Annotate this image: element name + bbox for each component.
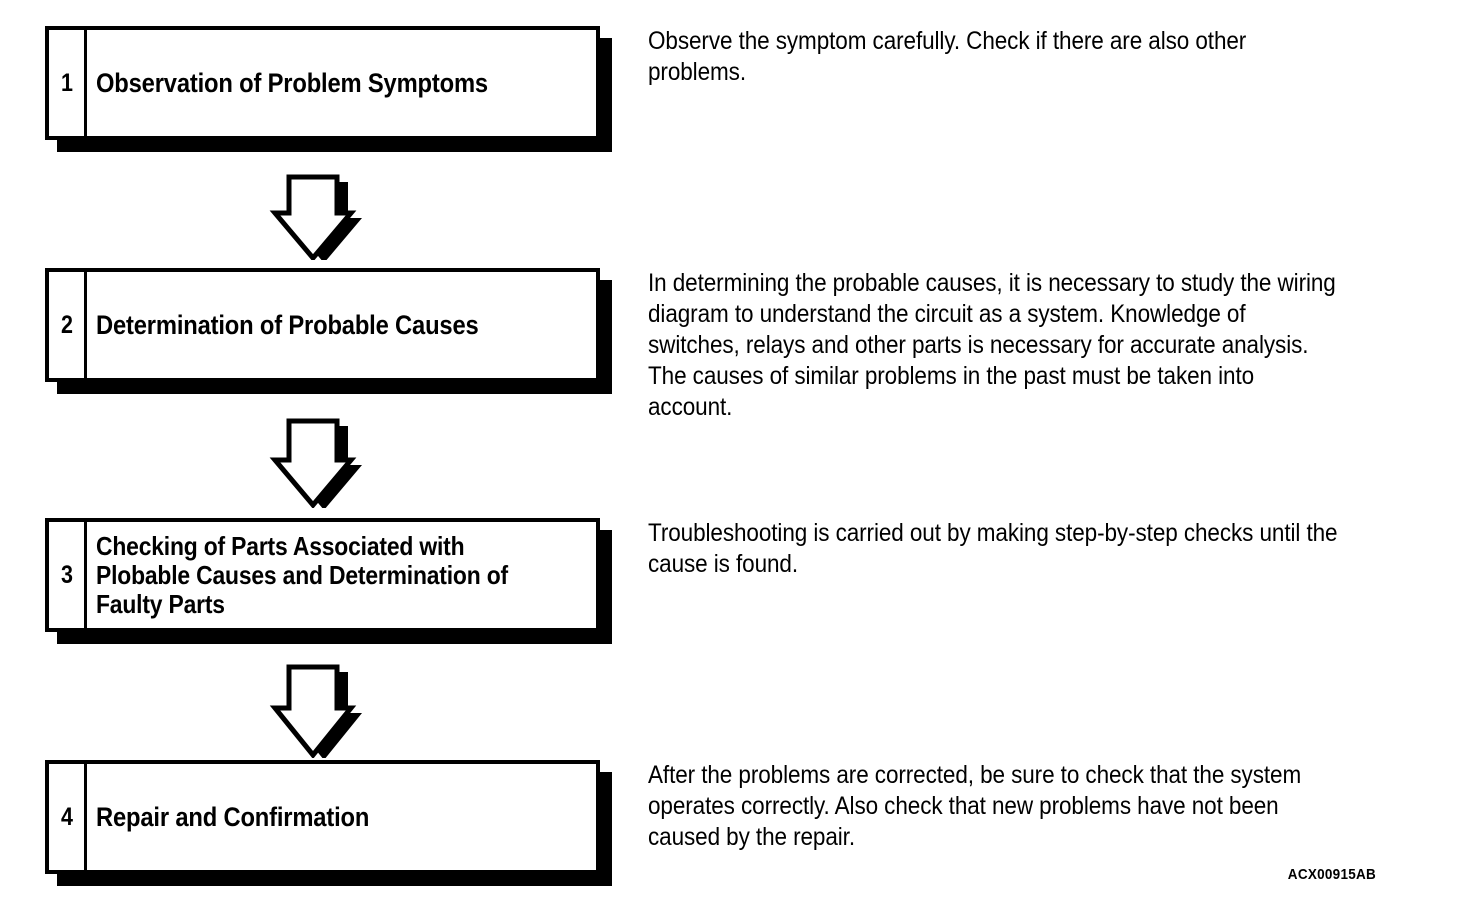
down-arrow-icon [269, 174, 357, 260]
step-title-cell-1: Observation of Problem Symptoms [87, 30, 596, 136]
step-title-cell-4: Repair and Confirmation [87, 764, 596, 870]
step-title-2: Determination of Probable Causes [96, 309, 479, 340]
step-title-3: Checking of Parts Associated with Plobab… [96, 530, 508, 619]
connector-arrow-3 [268, 658, 368, 758]
step-number-cell-3: 3 [49, 522, 87, 628]
step-description-4: After the problems are corrected, be sur… [648, 761, 1302, 851]
step-box-3[interactable]: 3 Checking of Parts Associated with Plob… [45, 518, 600, 632]
step-description-3: Troubleshooting is carried out by making… [648, 519, 1338, 578]
step-number-1: 1 [60, 68, 73, 97]
step-box-1[interactable]: 1 Observation of Problem Symptoms [45, 26, 600, 140]
step-title-cell-2: Determination of Probable Causes [87, 272, 596, 378]
step-number-cell-1: 1 [49, 30, 87, 136]
step-number-2: 2 [60, 310, 73, 339]
down-arrow-icon [269, 664, 357, 758]
connector-arrow-1 [268, 168, 368, 260]
step-number-cell-2: 2 [49, 272, 87, 378]
step-number-3: 3 [60, 560, 73, 589]
step-title-cell-3: Checking of Parts Associated with Plobab… [87, 522, 596, 628]
connector-arrow-2 [268, 412, 368, 508]
step-title-4: Repair and Confirmation [96, 801, 370, 832]
step-box-4[interactable]: 4 Repair and Confirmation [45, 760, 600, 874]
step-description-2: In determining the probable causes, it i… [648, 269, 1336, 421]
step-number-4: 4 [60, 802, 73, 831]
down-arrow-icon [269, 418, 357, 508]
step-description-1: Observe the symptom carefully. Check if … [648, 27, 1247, 86]
figure-reference-code: ACX00915AB [1287, 866, 1376, 883]
step-box-2[interactable]: 2 Determination of Probable Causes [45, 268, 600, 382]
step-number-cell-4: 4 [49, 764, 87, 870]
step-title-1: Observation of Problem Symptoms [96, 67, 488, 98]
